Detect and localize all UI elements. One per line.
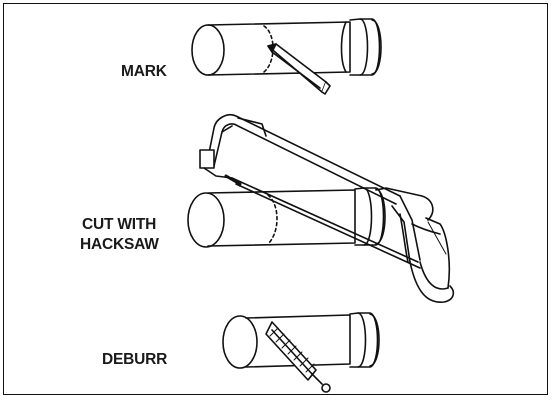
pencil-icon xyxy=(267,43,331,95)
step-label-deburr: DEBURR xyxy=(102,351,168,368)
step-label-mark: MARK xyxy=(121,63,167,80)
hacksaw-icon xyxy=(199,113,455,303)
step-label-cut-line1: CUT WITH xyxy=(82,216,157,233)
deburring-file-icon xyxy=(265,321,331,393)
step-label-cut-line2: HACKSAW xyxy=(80,236,159,253)
pipe-icon xyxy=(191,18,382,76)
